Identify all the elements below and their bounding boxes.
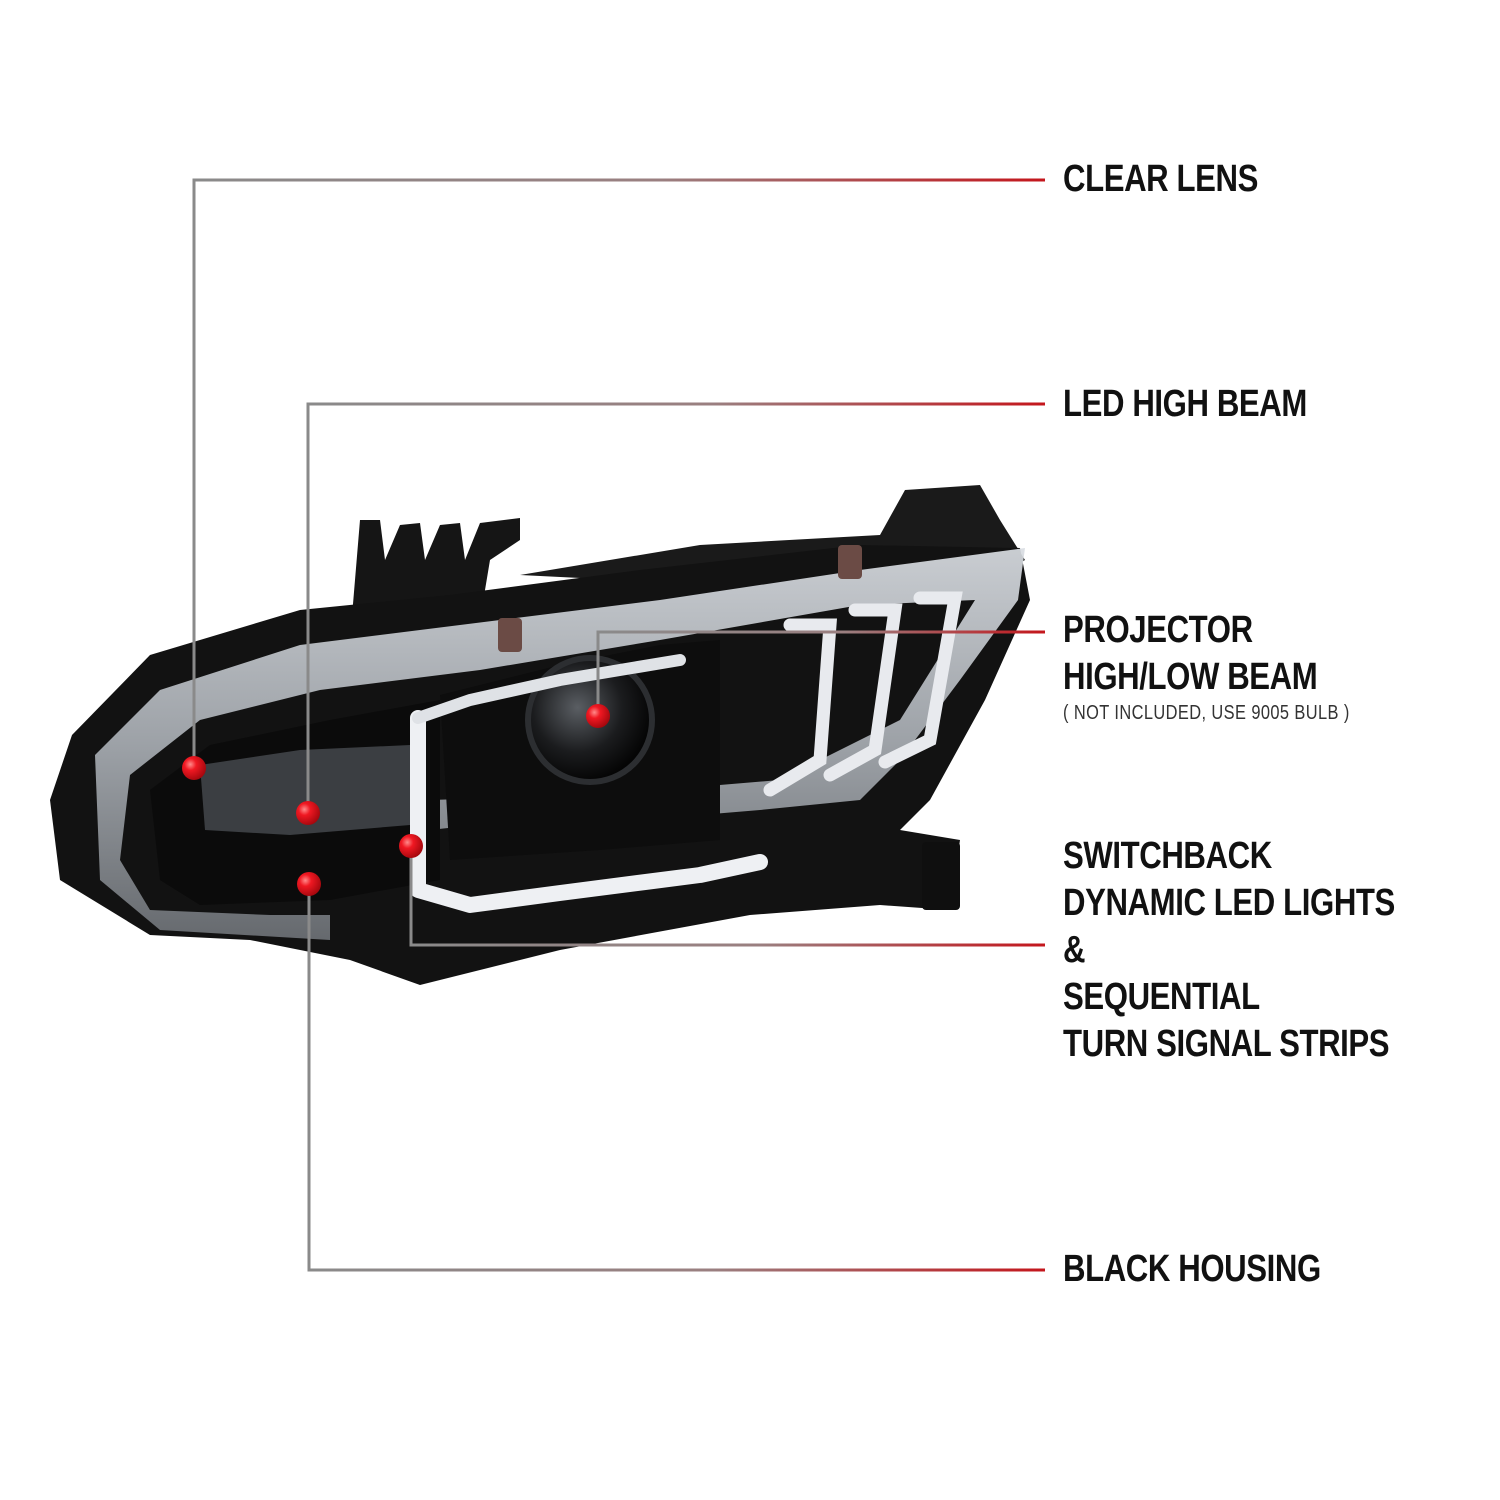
label-clear-lens: CLEAR LENS <box>1063 156 1258 203</box>
projector-ring <box>525 655 655 785</box>
label-line: PROJECTOR <box>1063 609 1253 651</box>
label-line: SEQUENTIAL <box>1063 976 1260 1018</box>
label-line: SWITCHBACK <box>1063 835 1272 877</box>
label-line: LED HIGH BEAM <box>1063 383 1307 425</box>
sequential-strip-3 <box>878 591 963 769</box>
label-line: HIGH/LOW BEAM <box>1063 656 1318 698</box>
dot-led-high-beam <box>296 801 320 825</box>
label-led-high-beam: LED HIGH BEAM <box>1063 381 1307 428</box>
dot-switchback <box>399 834 423 858</box>
dot-projector <box>586 704 610 728</box>
leader-switchback <box>409 846 1045 947</box>
leader-clear-lens <box>192 178 1045 768</box>
clear-lens-band <box>95 548 1025 940</box>
headlight-image <box>50 485 1030 985</box>
label-line: & <box>1063 929 1086 971</box>
label-line: CLEAR LENS <box>1063 158 1258 200</box>
leader-black-housing <box>307 884 1045 1272</box>
label-projector: PROJECTOR HIGH/LOW BEAM ( NOT INCLUDED, … <box>1063 607 1350 725</box>
leader-projector <box>596 630 1045 716</box>
lens-clip-2 <box>838 545 862 579</box>
label-line: TURN SIGNAL STRIPS <box>1063 1023 1390 1065</box>
high-beam-slot <box>200 745 410 835</box>
label-line: BLACK HOUSING <box>1063 1248 1321 1290</box>
leader-lines <box>192 178 1045 1272</box>
label-line: DYNAMIC LED LIGHTS <box>1063 882 1395 924</box>
label-black-housing: BLACK HOUSING <box>1063 1246 1321 1293</box>
sequential-strip-1 <box>763 618 837 797</box>
sequential-strip-2 <box>823 603 903 782</box>
label-switchback: SWITCHBACK DYNAMIC LED LIGHTS & SEQUENTI… <box>1063 833 1395 1068</box>
leader-led-high-beam <box>306 402 1045 813</box>
switchback-drl-bar <box>410 710 768 913</box>
switchback-drl-top <box>412 654 686 724</box>
dot-black-housing <box>297 872 321 896</box>
wiring-connector <box>922 842 960 910</box>
lens-clip-1 <box>498 618 522 652</box>
callout-dots <box>182 704 610 896</box>
label-note: ( NOT INCLUDED, USE 9005 BULB ) <box>1063 702 1350 724</box>
dot-clear-lens <box>182 756 206 780</box>
